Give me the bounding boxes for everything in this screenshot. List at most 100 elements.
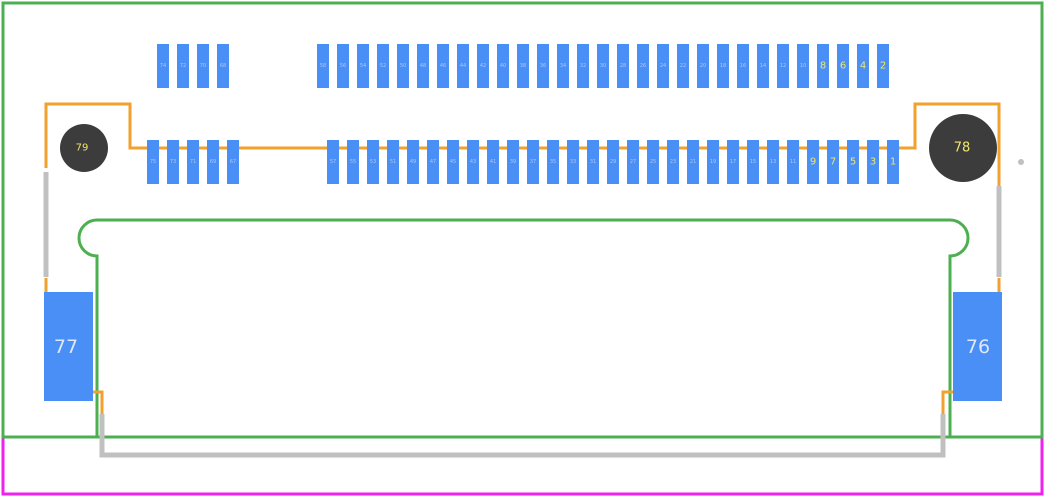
pad-32: 32 — [577, 44, 589, 88]
courtyard-inner-cutout — [3, 218, 1042, 439]
pad-58: 58 — [317, 44, 329, 88]
pad-20: 20 — [697, 44, 709, 88]
pad-2: 2 — [877, 44, 889, 88]
pad-label-15: 15 — [750, 159, 756, 165]
pad-label-41: 41 — [490, 159, 496, 165]
pad-label-14: 14 — [760, 63, 766, 69]
pad-label-13: 13 — [770, 159, 776, 165]
pad-9: 9 — [807, 140, 819, 184]
pad-68: 68 — [217, 44, 229, 88]
pad-6: 6 — [837, 44, 849, 88]
pad-29: 29 — [607, 140, 619, 184]
pad-label-74: 74 — [160, 63, 166, 69]
pad-label-55: 55 — [350, 159, 356, 165]
pad-47: 47 — [427, 140, 439, 184]
pad-69: 69 — [207, 140, 219, 184]
pad-label-73: 73 — [170, 159, 176, 165]
pad-21: 21 — [687, 140, 699, 184]
pad-label-16: 16 — [740, 63, 746, 69]
pad-label-47: 47 — [430, 159, 436, 165]
pad-label-54: 54 — [360, 63, 366, 69]
hole-label-right: 78 — [954, 141, 971, 156]
pad-14: 14 — [757, 44, 769, 88]
pad-label-38: 38 — [520, 63, 526, 69]
pad-54: 54 — [357, 44, 369, 88]
pad-label-10: 10 — [800, 63, 806, 69]
pad-label-69: 69 — [210, 159, 216, 165]
mount-pad-label-left: 77 — [54, 336, 78, 358]
pad-label-70: 70 — [200, 63, 206, 69]
pad-38: 38 — [517, 44, 529, 88]
pad-67: 67 — [227, 140, 239, 184]
pad-label-39: 39 — [510, 159, 516, 165]
hole-label-left: 79 — [76, 143, 89, 154]
pad-53: 53 — [367, 140, 379, 184]
fab-outline-right-corner — [941, 390, 953, 414]
pad-13: 13 — [767, 140, 779, 184]
pad-label-40: 40 — [500, 63, 506, 69]
pad-label-2: 2 — [880, 61, 886, 72]
pad-49: 49 — [407, 140, 419, 184]
pad-label-45: 45 — [450, 159, 456, 165]
courtyard-outer — [1, 1, 1044, 439]
pad-25: 25 — [647, 140, 659, 184]
pad-57: 57 — [327, 140, 339, 184]
pad-44: 44 — [457, 44, 469, 88]
pad-35: 35 — [547, 140, 559, 184]
pad-label-1: 1 — [890, 157, 896, 168]
fab-outline-upper — [44, 102, 1001, 186]
pad-73: 73 — [167, 140, 179, 184]
pad-8: 8 — [817, 44, 829, 88]
pad-label-34: 34 — [560, 63, 566, 69]
pad-label-26: 26 — [640, 63, 646, 69]
pad-label-68: 68 — [220, 63, 226, 69]
pad-10: 10 — [797, 44, 809, 88]
pad-42: 42 — [477, 44, 489, 88]
pad-75: 75 — [147, 140, 159, 184]
mounting-hole-left: 79 — [60, 124, 108, 172]
pad-7: 7 — [827, 140, 839, 184]
pad-label-49: 49 — [410, 159, 416, 165]
pad-72: 72 — [177, 44, 189, 88]
pad-label-33: 33 — [570, 159, 576, 165]
pad-label-42: 42 — [480, 63, 486, 69]
pad-label-57: 57 — [330, 159, 336, 165]
pad-3: 3 — [867, 140, 879, 184]
pad-18: 18 — [717, 44, 729, 88]
pad-55: 55 — [347, 140, 359, 184]
pad-label-36: 36 — [540, 63, 546, 69]
pad-37: 37 — [527, 140, 539, 184]
pad-label-24: 24 — [660, 63, 666, 69]
pad-label-50: 50 — [400, 63, 406, 69]
pad-label-30: 30 — [600, 63, 606, 69]
pad-label-27: 27 — [630, 159, 636, 165]
fab-outline-left-corner — [93, 390, 104, 414]
mount-pad-label-right: 76 — [966, 336, 990, 358]
pad-label-29: 29 — [610, 159, 616, 165]
pad-label-21: 21 — [690, 159, 696, 165]
pad-51: 51 — [387, 140, 399, 184]
pad-17: 17 — [727, 140, 739, 184]
pad-56: 56 — [337, 44, 349, 88]
pad-31: 31 — [587, 140, 599, 184]
pad-label-44: 44 — [460, 63, 466, 69]
pad-33: 33 — [567, 140, 579, 184]
pad-label-48: 48 — [420, 63, 426, 69]
pad-19: 19 — [707, 140, 719, 184]
pad-label-23: 23 — [670, 159, 676, 165]
pad-label-56: 56 — [340, 63, 346, 69]
silk-bottom-tray — [99, 414, 946, 458]
pad-45: 45 — [447, 140, 459, 184]
pad-label-37: 37 — [530, 159, 536, 165]
pad-label-35: 35 — [550, 159, 556, 165]
pad-40: 40 — [497, 44, 509, 88]
pad-36: 36 — [537, 44, 549, 88]
pad-50: 50 — [397, 44, 409, 88]
pad-48: 48 — [417, 44, 429, 88]
pad-30: 30 — [597, 44, 609, 88]
pad-label-22: 22 — [680, 63, 686, 69]
pad-label-28: 28 — [620, 63, 626, 69]
pad-22: 22 — [677, 44, 689, 88]
